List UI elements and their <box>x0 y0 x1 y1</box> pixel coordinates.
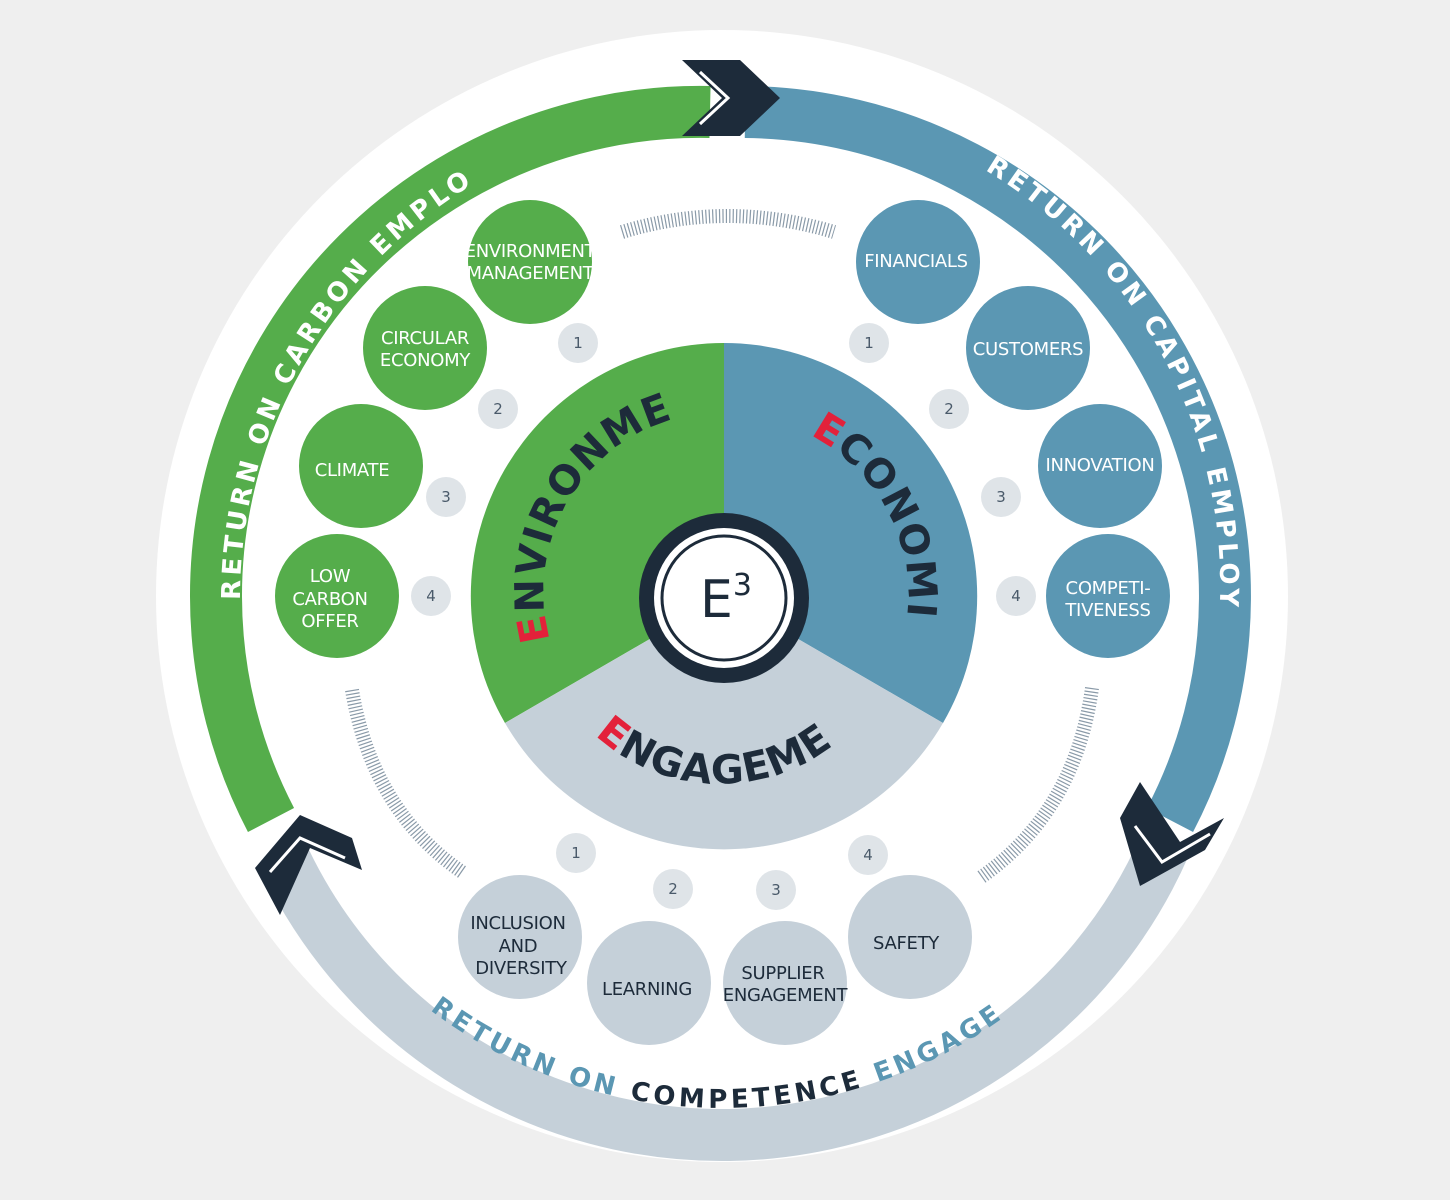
svg-text:AND: AND <box>499 936 538 957</box>
svg-text:1: 1 <box>573 334 583 352</box>
center-hub: E3 <box>639 513 809 683</box>
tick-arc-top <box>619 209 837 239</box>
tick-arc-right <box>976 687 1099 884</box>
svg-text:2: 2 <box>944 400 954 418</box>
svg-text:LEARNING: LEARNING <box>602 979 692 1000</box>
svg-text:SUPPLIER: SUPPLIER <box>741 963 824 984</box>
carbon-ring-arc <box>190 85 711 833</box>
svg-text:1: 1 <box>864 334 874 352</box>
env-bubble-4[interactable]: LOW CARBON OFFER <box>275 534 399 658</box>
svg-text:4: 4 <box>863 846 873 864</box>
svg-text:4: 4 <box>426 587 436 605</box>
chevron-right-icon <box>1120 782 1224 886</box>
svg-text:CARBON: CARBON <box>292 589 367 610</box>
svg-text:SAFETY: SAFETY <box>873 933 940 954</box>
svg-text:OFFER: OFFER <box>301 611 358 632</box>
svg-text:INNOVATION: INNOVATION <box>1045 455 1154 476</box>
svg-text:COMPETI-: COMPETI- <box>1066 578 1151 599</box>
eco-number-badges: 1 2 3 4 <box>849 323 1036 616</box>
svg-text:ENGAGEMENT: ENGAGEMENT <box>723 985 849 1006</box>
svg-text:2: 2 <box>668 880 678 898</box>
eco-bubble-2[interactable]: CUSTOMERS <box>966 286 1090 410</box>
env-bubble-2[interactable]: CIRCULAR ECONOMY <box>363 286 487 410</box>
svg-text:INCLUSION: INCLUSION <box>470 913 565 934</box>
chevron-left-icon <box>255 815 362 915</box>
eng-bubble-1[interactable]: INCLUSION AND DIVERSITY <box>458 875 582 999</box>
svg-text:MANAGEMENT: MANAGEMENT <box>467 263 595 284</box>
svg-text:CLIMATE: CLIMATE <box>315 460 390 481</box>
env-bubble-1[interactable]: ENVIRONMENT MANAGEMENT <box>465 200 597 324</box>
svg-text:4: 4 <box>1011 587 1021 605</box>
eco-bubble-4[interactable]: COMPETI- TIVENESS <box>1046 534 1170 658</box>
eng-number-badges: 1 2 3 4 <box>556 833 888 910</box>
env-number-badges: 1 2 3 4 <box>411 323 598 616</box>
svg-text:3: 3 <box>771 881 781 899</box>
svg-text:FINANCIALS: FINANCIALS <box>864 251 968 272</box>
svg-text:CUSTOMERS: CUSTOMERS <box>973 339 1083 360</box>
svg-text:3: 3 <box>441 488 451 506</box>
eng-bubble-3[interactable]: SUPPLIER ENGAGEMENT <box>723 921 849 1045</box>
svg-text:3: 3 <box>996 488 1006 506</box>
svg-text:LOW: LOW <box>310 566 351 587</box>
svg-text:TIVENESS: TIVENESS <box>1064 600 1150 621</box>
tick-arc-left <box>345 688 466 878</box>
eng-bubble-4[interactable]: SAFETY <box>848 875 972 999</box>
svg-text:ECONOMY: ECONOMY <box>380 350 471 371</box>
svg-text:2: 2 <box>493 400 503 418</box>
competence-ring-arc <box>261 834 1189 1162</box>
svg-text:1: 1 <box>571 844 581 862</box>
eco-bubble-3[interactable]: INNOVATION <box>1038 404 1162 528</box>
center-e3-label: E3 <box>700 568 752 630</box>
eco-bubble-1[interactable]: FINANCIALS <box>856 200 980 324</box>
capital-ring-arc <box>744 86 1251 833</box>
svg-text:DIVERSITY: DIVERSITY <box>475 958 568 979</box>
pie-engagement <box>505 596 943 850</box>
env-bubble-3[interactable]: CLIMATE <box>299 404 423 528</box>
svg-text:ENVIRONMENT: ENVIRONMENT <box>465 241 597 262</box>
eng-bubble-2[interactable]: LEARNING <box>587 921 711 1045</box>
svg-text:CIRCULAR: CIRCULAR <box>381 328 469 349</box>
chevron-top-icon <box>682 60 780 136</box>
